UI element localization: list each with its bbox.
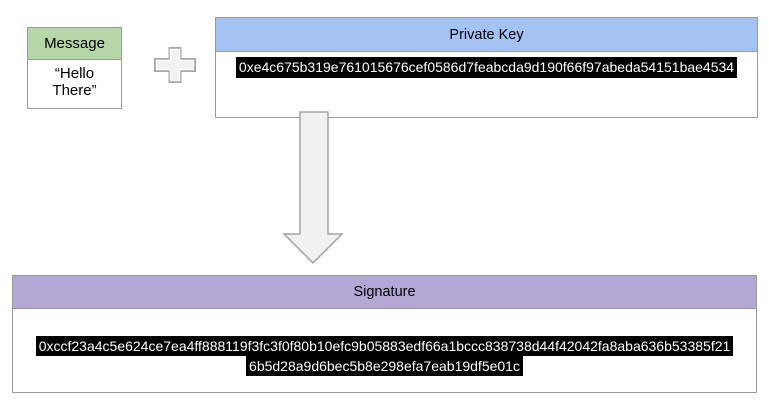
message-box: Message “Hello There” bbox=[27, 27, 122, 109]
message-box-header: Message bbox=[28, 28, 121, 60]
signature-box-header: Signature bbox=[13, 276, 756, 309]
private-key-box-header: Private Key bbox=[216, 18, 757, 52]
signature-value-line-1: 0xccf23a4c5e624ce7ea4ff888119f3fc3f0f80b… bbox=[13, 336, 756, 356]
private-key-box-body: 0xe4c675b319e761015676cef0586d7feabcda9d… bbox=[216, 52, 757, 78]
signature-box-body: 0xccf23a4c5e624ce7ea4ff888119f3fc3f0f80b… bbox=[13, 309, 756, 376]
message-value: “Hello There” bbox=[52, 65, 97, 99]
private-key-value: 0xe4c675b319e761015676cef0586d7feabcda9d… bbox=[235, 57, 738, 78]
signature-box-title: Signature bbox=[353, 284, 416, 300]
message-box-body: “Hello There” bbox=[28, 60, 121, 99]
signature-box: Signature 0xccf23a4c5e624ce7ea4ff888119f… bbox=[12, 275, 757, 393]
down-arrow-icon bbox=[282, 111, 344, 265]
signature-value-line-2: 6b5d28a9d6bec5b8e298efa7eab19df5e01c bbox=[13, 356, 756, 376]
private-key-box-title: Private Key bbox=[449, 26, 524, 43]
message-box-title: Message bbox=[44, 35, 105, 52]
plus-icon bbox=[154, 47, 196, 83]
private-key-box: Private Key 0xe4c675b319e761015676cef058… bbox=[215, 17, 758, 118]
